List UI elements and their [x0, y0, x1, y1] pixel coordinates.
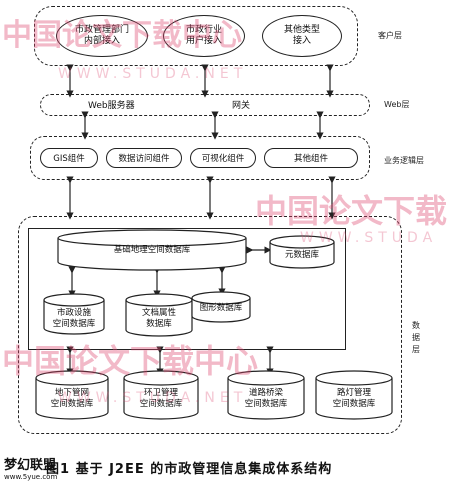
component-visualization: 可视化组件	[190, 148, 256, 168]
web-layer-label: Web层	[384, 100, 410, 109]
client-node-industry-label: 市政行业 用户接入	[185, 25, 222, 46]
component-other: 其他组件	[264, 148, 358, 168]
client-node-other-label: 其他类型 接入	[283, 25, 320, 46]
client-node-internal: 市政管理部门 内部接入	[56, 15, 148, 57]
business-layer-label: 业务逻辑层	[384, 156, 424, 165]
meta-db-label: 元数据库	[284, 250, 319, 260]
component-data-access: 数据访问组件	[106, 148, 182, 168]
bottom-db-label-2: 环卫管理 空间数据库	[139, 388, 183, 409]
bottom-db-cylinder-3	[227, 370, 305, 420]
inner-db-label-2: 文档属性 数据库	[141, 308, 176, 329]
data-inner-frame	[28, 228, 346, 350]
web-gateway-label: 网关	[232, 101, 251, 111]
business-layer-frame	[30, 136, 370, 180]
site-url: www.5yue.com	[4, 473, 58, 481]
base-db-label: 基础地理空间数据库	[113, 245, 191, 255]
data-layer-frame	[18, 216, 402, 434]
web-layer-frame	[40, 94, 370, 116]
inner-db-label-3: 图形数据库	[199, 303, 243, 313]
bottom-db-cylinder-2	[123, 370, 199, 420]
data-layer-label: 数据层	[412, 321, 420, 354]
client-layer-frame	[34, 6, 358, 66]
bottom-db-cylinder-4	[315, 370, 393, 420]
web-server-label: Web服务器	[88, 101, 135, 111]
bottom-db-label-4: 路灯管理 空间数据库	[332, 388, 376, 409]
bottom-db-label-1: 地下管网 空间数据库	[50, 388, 94, 409]
base-db-cylinder	[57, 229, 247, 271]
inner-db-cylinder-1	[43, 293, 105, 335]
meta-db-cylinder	[269, 235, 335, 269]
client-node-other: 其他类型 接入	[262, 15, 342, 57]
inner-db-cylinder-3	[191, 291, 251, 323]
client-layer-label: 客户层	[378, 31, 402, 40]
figure-caption: 图1 基于 J2EE 的市政管理信息集成体系结构	[46, 462, 333, 477]
client-node-industry: 市政行业 用户接入	[163, 15, 245, 57]
bottom-db-cylinder-1	[35, 370, 109, 420]
site-logo: 梦幻联盟	[4, 458, 57, 473]
component-gis: GIS组件	[40, 148, 98, 168]
client-node-internal-label: 市政管理部门 内部接入	[74, 25, 129, 46]
bottom-db-label-3: 道路桥梁 空间数据库	[244, 388, 288, 409]
inner-db-label-1: 市政设施 空间数据库	[52, 308, 96, 329]
site-logo-block: 梦幻联盟 www.5yue.com	[4, 454, 60, 481]
